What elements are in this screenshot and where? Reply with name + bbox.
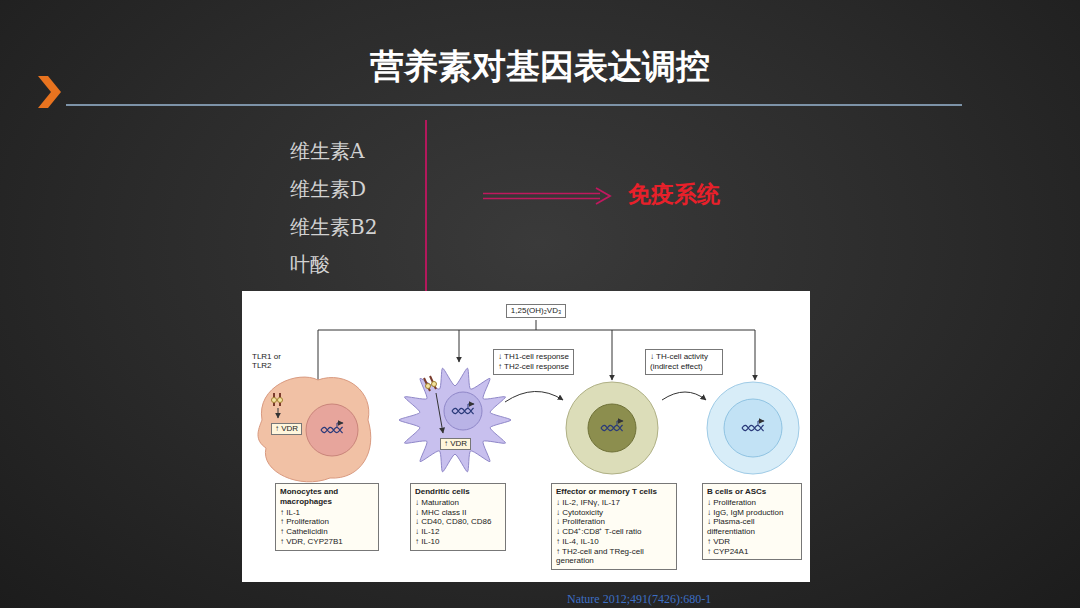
wire bbox=[536, 320, 537, 330]
dna-icons bbox=[321, 404, 764, 433]
box-text: ↑ IL-10 bbox=[415, 537, 501, 547]
tlr-receptor bbox=[272, 393, 283, 418]
box-text: ↓ Maturation bbox=[415, 498, 501, 508]
box-text: ↓ TH1-cell response bbox=[498, 352, 569, 362]
nutrient-name: 维生素A bbox=[290, 140, 364, 163]
molecule-box: 1,25(OH)₂VD₃ bbox=[506, 304, 566, 318]
arrow-shaft bbox=[483, 193, 600, 195]
tlr-receptor bbox=[424, 376, 443, 433]
box-text: ↑ TH2-cell and TReg-cell generation bbox=[556, 547, 672, 567]
chevron-icon bbox=[38, 76, 61, 108]
box-text: ↓ CD40, CD80, CD86 bbox=[415, 517, 501, 527]
box-text: ↑ VDR bbox=[707, 537, 797, 547]
t-cell-nucleus bbox=[588, 404, 636, 452]
dna-strand bbox=[601, 425, 623, 431]
wire bbox=[318, 330, 755, 331]
box-text: ↑ VDR bbox=[275, 424, 298, 434]
figure-panel bbox=[242, 291, 810, 582]
effect-box: ↓ TH1-cell response↑ TH2-cell response bbox=[493, 349, 574, 375]
dendritic-nucleus bbox=[444, 392, 482, 430]
transcription-arrow bbox=[758, 421, 764, 426]
receptor-arrow bbox=[436, 393, 443, 433]
dna-strand bbox=[452, 408, 474, 414]
curved-arrow bbox=[505, 391, 563, 402]
dendritic-cell bbox=[399, 368, 511, 472]
box-text: ↑ CYP24A1 bbox=[707, 547, 797, 557]
cell-effects-box: Dendritic cells↓ Maturation↓ MHC class I… bbox=[410, 483, 506, 551]
wire-arrow bbox=[755, 330, 756, 380]
box-text: ↓ CD4⁺:CD8⁺ T-cell ratio bbox=[556, 527, 672, 537]
transcription-arrow bbox=[337, 423, 343, 428]
box-text: ↓ Proliferation bbox=[556, 517, 672, 527]
wire-arrow bbox=[612, 330, 613, 380]
b-cell bbox=[707, 382, 799, 474]
receptor-ball bbox=[272, 398, 277, 403]
box-text: ↓ TH-cell activity (indirect effect) bbox=[650, 352, 718, 372]
source-caption: Nature 2012;491(7426):680-1 bbox=[567, 592, 711, 607]
box-text: ↓ Proliferation bbox=[707, 498, 797, 508]
nutrient-name: 维生素B2 bbox=[290, 216, 377, 239]
arrow-head bbox=[596, 188, 610, 204]
dna-strand bbox=[742, 425, 764, 431]
divider-line bbox=[425, 120, 427, 292]
slide-title: 营养素对基因表达调控 bbox=[370, 44, 710, 90]
cell-effects-box: Monocytes and macrophages↑ IL-1↑ Prolife… bbox=[275, 483, 379, 551]
box-text: ↓ IL-12 bbox=[415, 527, 501, 537]
box-heading: Monocytes and macrophages bbox=[280, 487, 374, 507]
target-system: 免疫系统 bbox=[628, 181, 720, 207]
box-text: 1,25(OH)₂VD₃ bbox=[511, 306, 561, 316]
effect-box: ↓ TH-cell activity (indirect effect) bbox=[645, 349, 723, 375]
receptor-stem bbox=[430, 376, 436, 389]
b-cell-nucleus bbox=[724, 399, 782, 457]
box-text: ↑ Cathelicidin bbox=[280, 527, 374, 537]
box-text: ↑ TH2-cell response bbox=[498, 362, 569, 372]
t-cell bbox=[566, 382, 658, 474]
dna-strand bbox=[601, 425, 623, 431]
box-heading: Effector or memory T cells bbox=[556, 487, 672, 497]
arrow-shaft bbox=[483, 198, 600, 200]
title-rule bbox=[66, 104, 962, 106]
box-heading: B cells or ASCs bbox=[707, 487, 797, 497]
wire-arrow bbox=[459, 330, 460, 362]
receptor-box: ↑ VDR bbox=[271, 423, 302, 435]
transcription-arrow bbox=[468, 404, 474, 409]
dna-strand bbox=[321, 427, 343, 433]
cell-effects-box: B cells or ASCs↓ Proliferation↓ IgG, IgM… bbox=[702, 483, 802, 560]
dna-strand bbox=[321, 427, 343, 433]
box-text: ↑ IL-4, IL-10 bbox=[556, 537, 672, 547]
receptor-stem bbox=[424, 378, 430, 391]
box-text: ↑ IL-1 bbox=[280, 508, 374, 518]
receptor-arrow bbox=[278, 408, 279, 418]
receptor-box: ↑ VDR bbox=[440, 438, 471, 450]
macrophage-cell bbox=[258, 377, 371, 482]
box-text: ↓ Plasma-cell differentiation bbox=[707, 517, 797, 537]
receptor-label: TLR1 or TLR2 bbox=[252, 352, 290, 370]
box-text: ↓ IL-2, IFNγ, IL-17 bbox=[556, 498, 672, 508]
dna-strand bbox=[452, 408, 474, 414]
nutrient-name: 维生素D bbox=[290, 178, 366, 201]
transcription-arrow bbox=[617, 421, 623, 426]
dna-strand bbox=[742, 425, 764, 431]
nutrient-name: 叶酸 bbox=[290, 253, 330, 276]
box-text: ↑ VDR, CYP27B1 bbox=[280, 537, 374, 547]
box-heading: Dendritic cells bbox=[415, 487, 501, 497]
receptor-ball bbox=[432, 382, 437, 387]
macrophage-nucleus bbox=[306, 404, 358, 456]
receptor-ball bbox=[278, 398, 283, 403]
box-text: ↑ VDR bbox=[444, 439, 467, 449]
cell-effects-box: Effector or memory T cells↓ IL-2, IFNγ, … bbox=[551, 483, 677, 570]
box-text: ↓ MHC class II bbox=[415, 508, 501, 518]
signal-lines bbox=[318, 320, 755, 402]
dendritic-body bbox=[399, 368, 511, 472]
box-text: ↓ Cytotoxicity bbox=[556, 508, 672, 518]
box-text: ↑ Proliferation bbox=[280, 517, 374, 527]
receptor-ball bbox=[426, 384, 431, 389]
curved-arrow bbox=[662, 392, 706, 400]
box-text: ↓ IgG, IgM production bbox=[707, 508, 797, 518]
